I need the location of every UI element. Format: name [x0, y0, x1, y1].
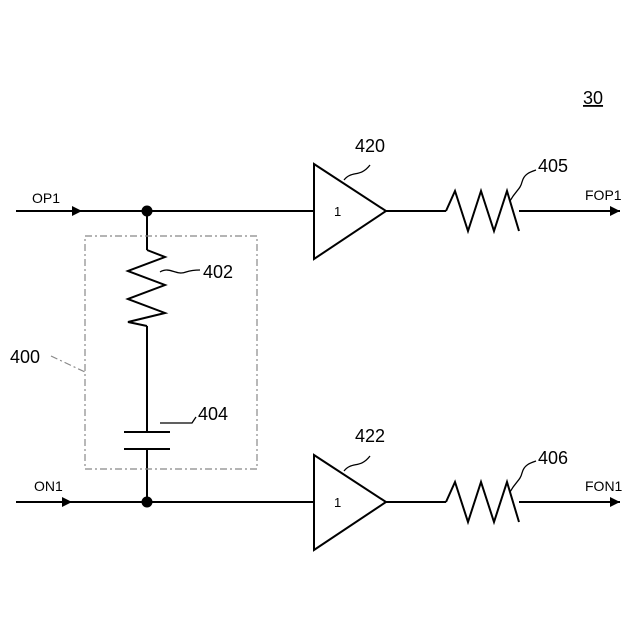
bottom-buffer-ref: 422	[355, 426, 385, 446]
top-resistor-leader	[510, 170, 536, 201]
top-buffer-ref: 420	[355, 136, 385, 156]
bottom-buffer-gain: 1	[334, 495, 341, 510]
top-buffer-gain: 1	[334, 204, 341, 219]
top-output-arrow	[610, 206, 620, 216]
top-input-arrow	[72, 206, 82, 216]
bottom-input-label: ON1	[34, 478, 63, 494]
top-output-label: FOP1	[585, 187, 622, 203]
bottom-output-resistor	[446, 482, 519, 522]
top-buffer-leader	[344, 165, 370, 180]
bottom-output-label: FON1	[585, 478, 623, 494]
figure-number: 30	[583, 88, 603, 108]
capacitor-ref: 404	[198, 404, 228, 424]
filter-block-ref: 400	[10, 347, 40, 367]
top-output-resistor	[446, 191, 519, 231]
bottom-resistor-leader	[510, 461, 536, 492]
bottom-output-arrow	[610, 497, 620, 507]
filter-block-leader	[51, 356, 85, 372]
top-buffer-triangle	[314, 164, 386, 259]
bottom-buffer-triangle	[314, 455, 386, 550]
shunt-resistor-ref: 402	[203, 262, 233, 282]
bottom-input-arrow	[62, 497, 72, 507]
bottom-resistor-ref: 406	[538, 448, 568, 468]
top-resistor-ref: 405	[538, 156, 568, 176]
capacitor-leader	[160, 417, 196, 423]
bottom-buffer-leader	[344, 456, 370, 471]
top-input-label: OP1	[32, 190, 60, 206]
shunt-resistor-leader	[160, 270, 200, 273]
shunt-resistor	[128, 250, 165, 326]
